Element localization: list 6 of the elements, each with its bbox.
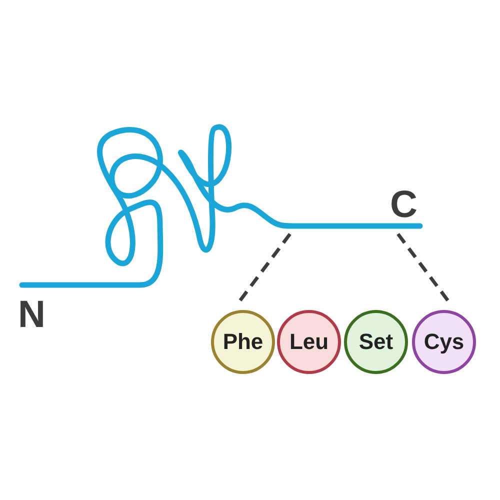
amino-acid-circle: Phe xyxy=(211,310,275,374)
terminus-label: C xyxy=(390,186,418,224)
amino-acid-circle: Cys xyxy=(412,310,476,374)
amino-acid-circle: Set xyxy=(344,310,408,374)
amino-acid-circle: Leu xyxy=(277,310,341,374)
terminus-label: N xyxy=(18,296,46,334)
